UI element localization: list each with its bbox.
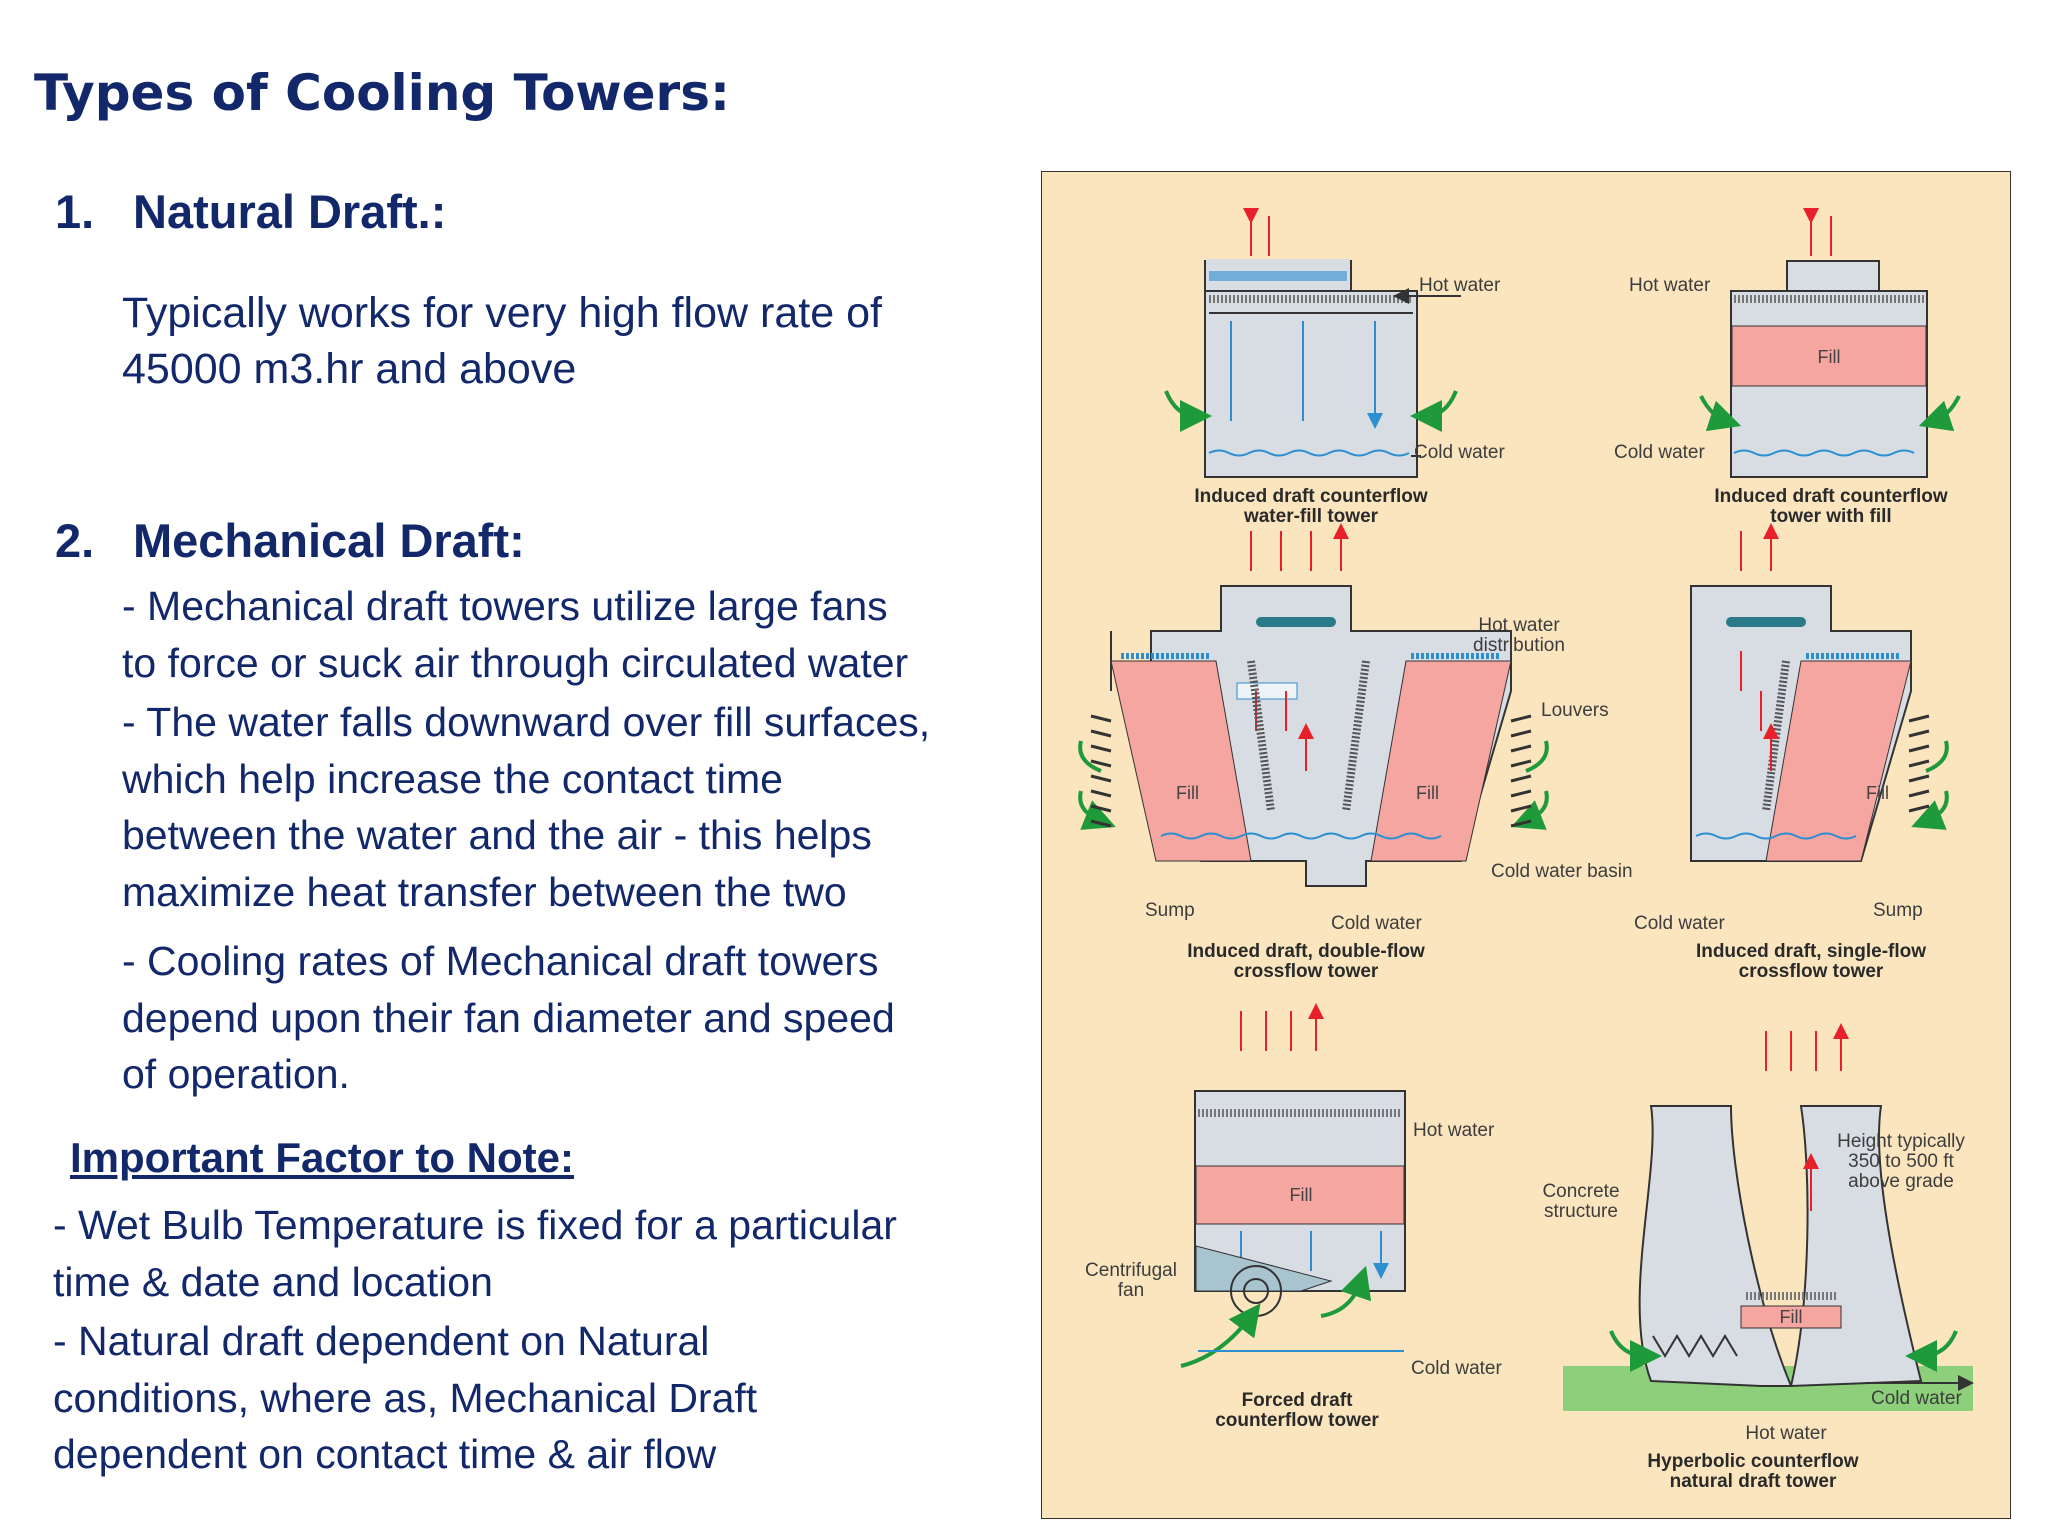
tower-3-fill-right: Fill: [1416, 783, 1439, 803]
tower-hyperbolic-natural-draft: [1563, 1031, 1974, 1411]
tower-4-caption-1: Induced draft, single-flow: [1696, 941, 1926, 962]
bullet-line: maximize heat transfer between the two: [122, 868, 847, 915]
tower-4-sump-label: Sump: [1873, 900, 1923, 921]
bullet-line: time & date and location: [53, 1258, 493, 1305]
section-1-line: 45000 m3.hr and above: [122, 344, 577, 393]
section-1-title: Natural Draft.:: [133, 185, 447, 238]
cooling-tower-diagram: Hot water Cold water Induced draft count…: [1041, 171, 2011, 1519]
tower-5-fan-label-2: fan: [1118, 1280, 1144, 1301]
tower-3-louvers-label: Louvers: [1541, 700, 1609, 721]
section-1-line: Typically works for very high flow rate …: [122, 289, 882, 337]
important-bullet-1: - Wet Bulb Temperature is fixed for a pa…: [53, 1197, 897, 1310]
tower-5-fan-label-1: Centrifugal: [1085, 1260, 1177, 1281]
tower-6-height-label-2: 350 to 500 ft: [1848, 1151, 1954, 1172]
tower-1-hot-label: Hot water: [1419, 275, 1501, 296]
tower-induced-counterflow-with-fill: [1699, 216, 1961, 478]
tower-1-cold-label: Cold water: [1414, 442, 1505, 463]
bullet-line: - Wet Bulb Temperature is fixed for a pa…: [53, 1202, 897, 1248]
tower-double-flow-crossflow: [1078, 531, 1549, 887]
mechanical-bullet-2: - The water falls downward over fill sur…: [122, 694, 930, 920]
section-1-heading: 1. Natural Draft.:: [55, 184, 446, 239]
tower-1-caption-1: Induced draft counterflow: [1194, 486, 1428, 507]
tower-2-fill-label: Fill: [1818, 347, 1841, 367]
tower-6-height-label-3: above grade: [1848, 1171, 1954, 1192]
bullet-line: between the water and the air - this hel…: [122, 812, 872, 859]
bullet-line: to force or suck air through circulated …: [122, 639, 909, 686]
tower-induced-counterflow-water-fill: [1164, 216, 1461, 478]
tower-3-cold-label: Cold water: [1331, 913, 1422, 934]
tower-3-hot-dist-label-1: Hot water: [1478, 615, 1560, 636]
tower-4-caption-2: crossflow tower: [1739, 961, 1884, 982]
tower-6-concrete-label-1: Concrete: [1542, 1181, 1619, 1202]
bullet-line: - Cooling rates of Mechanical draft towe…: [122, 938, 879, 984]
important-bullet-2: - Natural draft dependent on Natural con…: [53, 1313, 757, 1483]
tower-2-hot-label: Hot water: [1629, 275, 1711, 296]
tower-3-caption-2: crossflow tower: [1234, 961, 1379, 982]
mechanical-bullet-3: - Cooling rates of Mechanical draft towe…: [122, 933, 895, 1103]
tower-2-caption-1: Induced draft counterflow: [1714, 486, 1948, 507]
tower-6-hot-label: Hot water: [1745, 1423, 1827, 1444]
tower-forced-draft-counterflow: [1180, 1011, 1406, 1368]
tower-3-caption-1: Induced draft, double-flow: [1187, 941, 1425, 962]
tower-4-fill-label: Fill: [1866, 783, 1889, 803]
section-1-number: 1.: [55, 185, 95, 238]
tower-6-cold-label: Cold water: [1871, 1388, 1962, 1409]
section-2-heading: 2. Mechanical Draft:: [55, 513, 525, 568]
tower-4-cold-label: Cold water: [1634, 913, 1725, 934]
mechanical-bullet-1: - Mechanical draft towers utilize large …: [122, 578, 908, 691]
bullet-line: of operation.: [122, 1051, 350, 1098]
bullet-line: dependent on contact time & air flow: [53, 1431, 717, 1478]
bullet-line: - The water falls downward over fill sur…: [122, 699, 931, 745]
tower-3-sump-label: Sump: [1145, 900, 1195, 921]
section-2-title: Mechanical Draft:: [133, 514, 525, 567]
tower-1-caption-2: water-fill tower: [1243, 506, 1379, 527]
tower-5-caption-1: Forced draft: [1242, 1390, 1354, 1411]
tower-single-flow-crossflow: [1690, 531, 1949, 862]
bullet-line: depend upon their fan diameter and speed: [122, 994, 895, 1041]
bullet-line: conditions, where as, Mechanical Draft: [53, 1374, 758, 1421]
tower-6-height-label-1: Height typically: [1837, 1131, 1965, 1152]
tower-3-basin-label: Cold water basin: [1491, 861, 1633, 882]
tower-5-hot-label: Hot water: [1413, 1120, 1495, 1141]
tower-6-caption-1: Hyperbolic counterflow: [1647, 1451, 1858, 1472]
tower-2-caption-2: tower with fill: [1770, 506, 1891, 527]
tower-5-fill-label: Fill: [1290, 1185, 1313, 1205]
page-title: Types of Cooling Towers:: [34, 64, 730, 122]
important-heading: Important Factor to Note:: [70, 1134, 574, 1181]
bullet-line: - Natural draft dependent on Natural: [53, 1318, 710, 1364]
bullet-line: which help increase the contact time: [122, 755, 783, 802]
section-1-body: Typically works for very high flow rate …: [122, 286, 882, 398]
tower-5-cold-label: Cold water: [1411, 1358, 1502, 1379]
tower-5-caption-2: counterflow tower: [1215, 1410, 1379, 1431]
tower-3-fill-left: Fill: [1176, 783, 1199, 803]
section-2-number: 2.: [55, 514, 95, 567]
tower-6-concrete-label-2: structure: [1544, 1201, 1618, 1222]
tower-2-cold-label: Cold water: [1614, 442, 1705, 463]
tower-6-fill-label: Fill: [1780, 1307, 1803, 1327]
tower-3-hot-dist-label-2: distribution: [1473, 635, 1565, 656]
bullet-line: - Mechanical draft towers utilize large …: [122, 583, 888, 629]
tower-6-caption-2: natural draft tower: [1670, 1471, 1837, 1492]
